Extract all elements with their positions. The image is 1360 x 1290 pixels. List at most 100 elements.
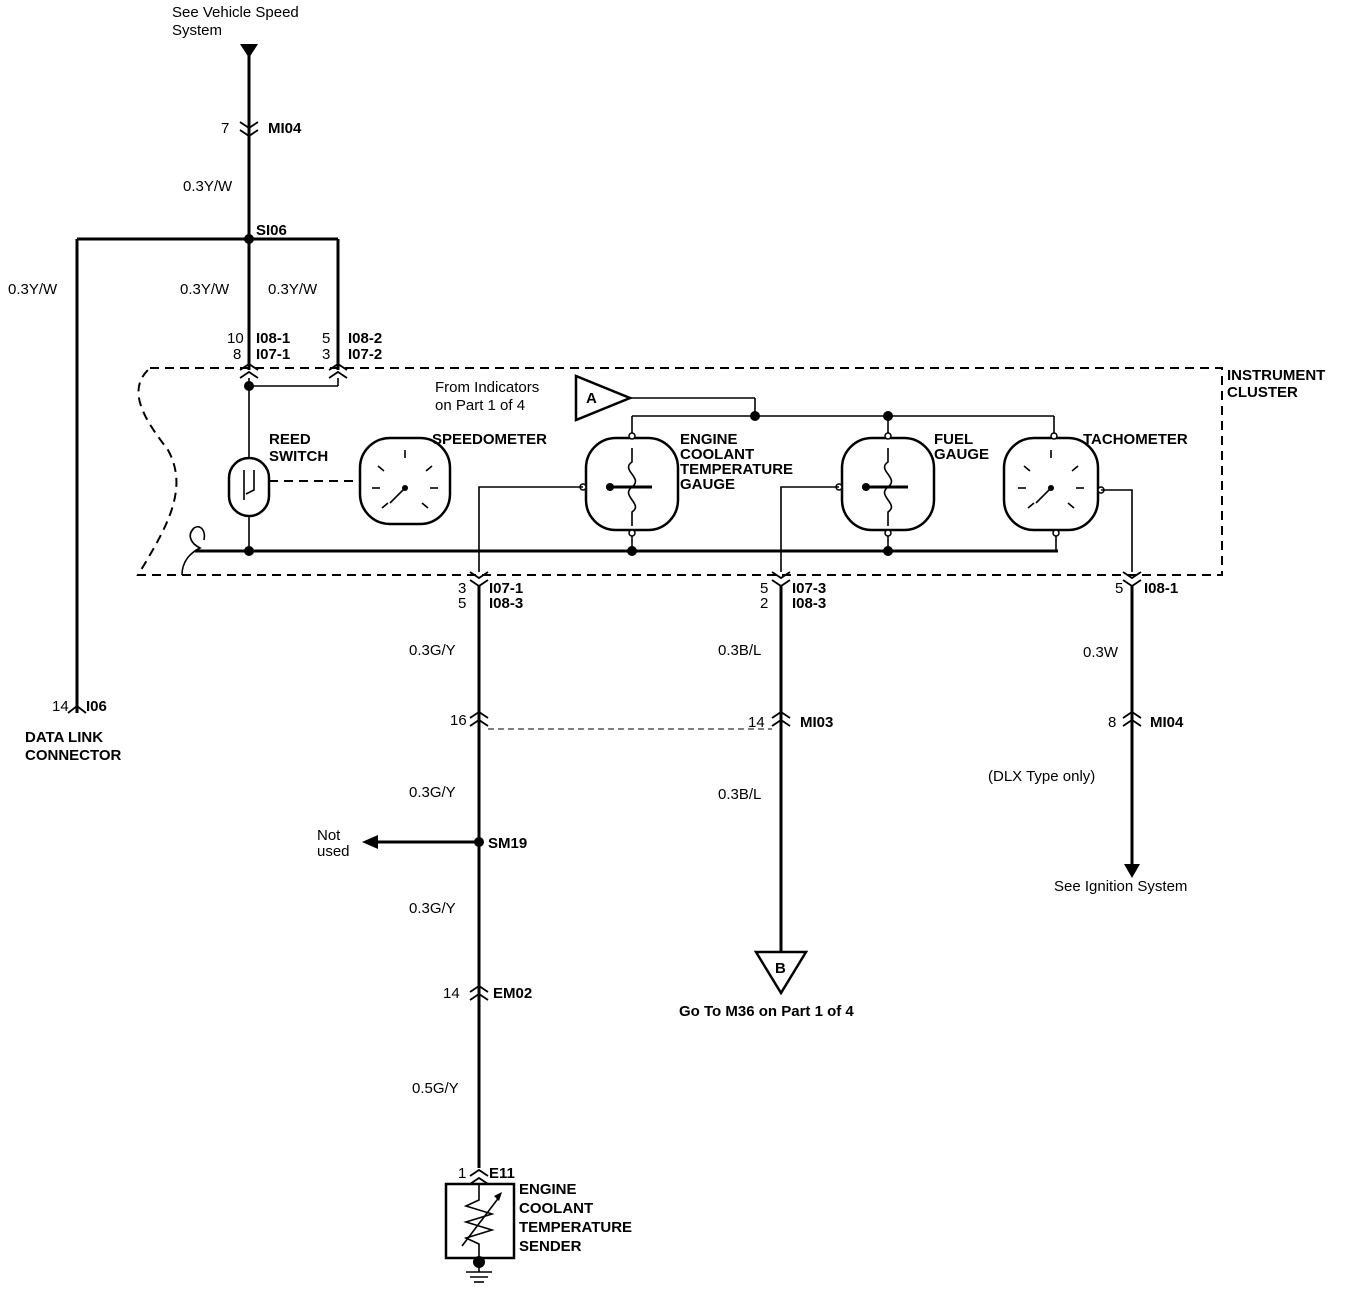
wire-reed-a-label: 0.3Y/W: [180, 281, 230, 298]
ect-sender-label-2: COOLANT: [519, 1200, 593, 1217]
ground-icon: [466, 1271, 492, 1283]
ect-sender-variable-arrow: [461, 1195, 501, 1247]
ect-signal-inner-wire: [478, 486, 583, 572]
cluster-boundary-notch: [181, 525, 206, 576]
ground-bus-dot-reed: [244, 546, 254, 556]
reed-switch-label-2: SWITCH: [269, 448, 328, 465]
ect-mid-connector-icon: [469, 710, 489, 727]
ect-sender-arrow-head-icon: [494, 1192, 502, 1201]
flag-a-label: A: [586, 390, 597, 407]
tach-bottom-name: I08-1: [1144, 580, 1178, 597]
reed-bridge-dot: [244, 381, 254, 391]
flag-b-icon: [753, 950, 809, 996]
fuel-bottom-name-a: I07-3: [792, 580, 826, 597]
wire-ect-4-label: 0.5G/Y: [412, 1080, 459, 1097]
ect-mid-pin: 16: [450, 712, 467, 729]
i08-1-name-b: I07-1: [256, 346, 290, 363]
dlc-connector-icon: [67, 704, 87, 714]
dlc-label-2: CONNECTOR: [25, 747, 122, 764]
ect-gauge-label-4: GAUGE: [680, 476, 735, 493]
tach-bottom-pin: 5: [1115, 580, 1123, 597]
dlc-pin: 14: [52, 698, 69, 715]
i08-2-name-b: I07-2: [348, 346, 382, 363]
not-used-label-1: Not: [317, 827, 341, 844]
flag-b-label: B: [775, 960, 786, 977]
speedometer-ticks: [372, 450, 438, 509]
mi04-top-pin: 7: [221, 120, 229, 137]
fuel-gauge-label-1: FUEL: [934, 431, 973, 448]
wire-fuel-1-label: 0.3B/L: [718, 642, 761, 659]
ect-bottom-name-a: I07-1: [489, 580, 523, 597]
i08-2-name-a: I08-2: [348, 330, 382, 347]
fuel-gauge-hub: [862, 483, 870, 491]
ect-gauge-label-3: TEMPERATURE: [680, 461, 793, 478]
dlx-only-note: (DLX Type only): [988, 768, 1095, 785]
mi04-top-connector-icon: [239, 121, 259, 138]
not-used-arrow-icon: [362, 835, 378, 849]
instrument-cluster-label-1: INSTRUMENT: [1227, 367, 1325, 384]
i08-1-name-a: I08-1: [256, 330, 290, 347]
go-to-reference: Go To M36 on Part 1 of 4: [679, 1003, 854, 1020]
mi04-top-name: MI04: [268, 120, 302, 137]
ect-sender-resistor-icon: [463, 1184, 495, 1258]
tachometer-hub: [1048, 485, 1054, 491]
ect-gauge-label-1: ENGINE: [680, 431, 738, 448]
ect-sender-label-4: SENDER: [519, 1238, 582, 1255]
instrument-cluster-label-2: CLUSTER: [1227, 384, 1298, 401]
wire-dlc-label: 0.3Y/W: [8, 281, 58, 298]
wire-reed-b-label: 0.3Y/W: [268, 281, 318, 298]
ect-bottom-name-b: I08-3: [489, 595, 523, 612]
ect-gauge-hub: [606, 483, 614, 491]
em02-connector-icon: [469, 984, 489, 1001]
i08-1-pin-b: 8: [233, 346, 241, 363]
tachometer-ticks: [1018, 450, 1084, 509]
instrument-cluster-boundary: [136, 367, 1223, 576]
wire-ect-2-label: 0.3G/Y: [409, 784, 456, 801]
em02-pin: 14: [443, 985, 460, 1002]
ect-sender-label-1: ENGINE: [519, 1181, 577, 1198]
tach-ground: [1055, 536, 1058, 552]
speedometer-label: SPEEDOMETER: [432, 431, 547, 448]
mi03-connector-icon: [771, 710, 791, 727]
e11-name: E11: [489, 1165, 515, 1182]
wire-ect-3-label: 0.3G/Y: [409, 900, 456, 917]
ect-bottom-pin-a: 3: [458, 580, 466, 597]
reed-switch-label-1: REED: [269, 431, 311, 448]
tach-top-terminal: [1050, 432, 1058, 440]
i08-1-connector-icon: [239, 362, 259, 379]
fuel-signal-inner-wire: [780, 486, 839, 572]
speedometer-hub: [402, 485, 408, 491]
i08-2-pin-b: 3: [322, 346, 330, 363]
fuel-gauge-bottom-terminal: [884, 529, 892, 537]
e11-pin: 1: [458, 1165, 466, 1182]
fuel-gauge-label-2: GAUGE: [934, 446, 989, 463]
fuel-bottom-name-b: I08-3: [792, 595, 826, 612]
fuel-bottom-connector-icon: [771, 571, 791, 588]
ect-gauge-label-2: COOLANT: [680, 446, 754, 463]
reed-switch-icon: [227, 456, 271, 518]
fuel-bottom-pin-a: 5: [760, 580, 768, 597]
top-reference-line2: System: [172, 22, 222, 39]
sm19-label: SM19: [488, 835, 527, 852]
speedometer-icon: [358, 436, 452, 526]
ect-sender-label-3: TEMPERATURE: [519, 1219, 632, 1236]
ect-bottom-connector-icon: [469, 571, 489, 588]
fuel-gauge-top-terminal: [884, 432, 892, 440]
mi04-bottom-name: MI04: [1150, 714, 1184, 731]
mi04-bottom-pin: 8: [1108, 714, 1116, 731]
tach-signal-inner-wire: [1101, 489, 1133, 572]
mi03-name: MI03: [800, 714, 833, 731]
wire-tach-label: 0.3W: [1083, 644, 1119, 661]
tachometer-label: TACHOMETER: [1083, 431, 1188, 448]
em02-name: EM02: [493, 985, 532, 1002]
tach-bottom-terminal: [1052, 529, 1060, 537]
e11-connector-icon: [469, 1168, 489, 1185]
mi04-bottom-connector-icon: [1122, 710, 1142, 727]
top-reference-line1: See Vehicle Speed: [172, 4, 299, 21]
ignition-arrow-icon: [1124, 864, 1140, 878]
si06-label: SI06: [256, 222, 287, 239]
i08-2-pin-a: 5: [322, 330, 330, 347]
wire-top-label: 0.3Y/W: [183, 178, 233, 195]
dlc-label-1: DATA LINK: [25, 729, 103, 746]
indicators-ref-line2: on Part 1 of 4: [435, 397, 525, 414]
